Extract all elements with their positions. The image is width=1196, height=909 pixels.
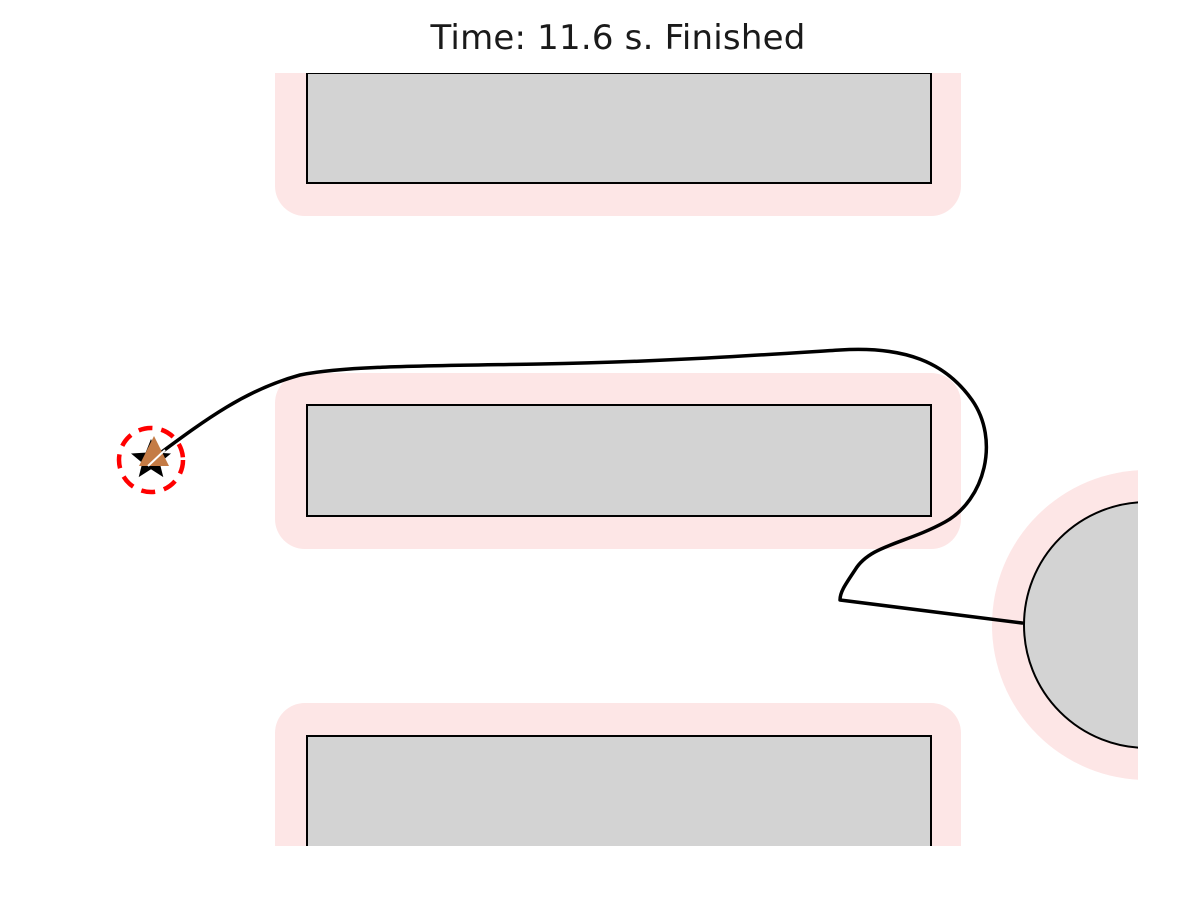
plot-area [116,73,1138,846]
top-rectangle-obstacle [306,73,932,184]
goal-region-dashed-circle [116,425,186,495]
triangle-icon [139,436,169,466]
robot-trajectory-path [153,347,1024,625]
plot-title: Time: 11.6 s. Finished [430,18,806,58]
robot-heading-indicator [147,449,166,467]
bottom-rectangle-obstacle [306,735,932,846]
right-circle-obstacle [1023,501,1138,749]
middle-rectangle-obstacle [306,404,932,517]
